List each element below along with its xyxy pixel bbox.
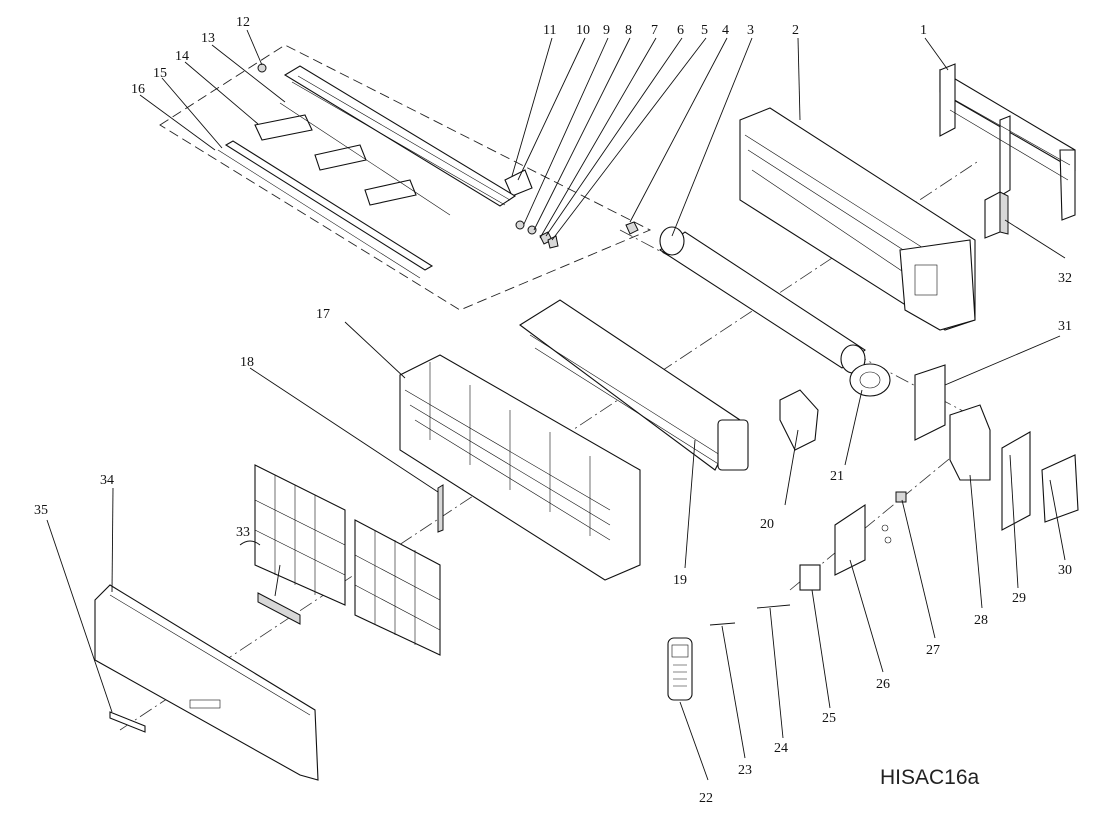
callout-27: 27 <box>926 643 940 658</box>
callout-29: 29 <box>1012 591 1026 606</box>
logo-badge <box>109 711 146 733</box>
callout-25: 25 <box>822 711 836 726</box>
motor-clamp <box>779 389 819 451</box>
callout-34: 34 <box>100 473 114 488</box>
model-code-label: HISAC16a <box>880 766 980 789</box>
callout-10: 10 <box>576 23 590 38</box>
remote-control <box>667 637 693 701</box>
callout-22: 22 <box>699 791 713 806</box>
electric-box-cover <box>914 364 946 441</box>
callout-9: 9 <box>603 23 610 38</box>
callout-4: 4 <box>722 23 729 38</box>
temperature-sensors <box>709 604 791 626</box>
callout-35: 35 <box>34 503 48 518</box>
terminal-cover <box>1041 454 1079 523</box>
wall-mounting-plate <box>939 63 1076 221</box>
callout-6: 6 <box>677 23 684 38</box>
callout-5: 5 <box>701 23 708 38</box>
front-panel <box>94 584 319 781</box>
callout-31: 31 <box>1058 319 1072 334</box>
callout-33: 33 <box>236 525 250 540</box>
cross-flow-fan <box>659 226 866 374</box>
callout-23: 23 <box>738 763 752 778</box>
louver-link-rods <box>217 140 434 279</box>
callout-7: 7 <box>651 23 658 38</box>
louver-group-outline <box>159 44 652 311</box>
callout-labels: 1 2 3 4 5 6 7 8 9 10 11 12 13 14 15 16 1… <box>34 15 1072 806</box>
callout-30: 30 <box>1058 563 1072 578</box>
fan-bearing <box>625 221 639 235</box>
connector-block <box>881 491 907 544</box>
front-frame <box>399 354 641 581</box>
callout-13: 13 <box>201 31 215 46</box>
callout-32: 32 <box>1058 271 1072 286</box>
callout-28: 28 <box>974 613 988 628</box>
control-board <box>799 564 821 591</box>
evaporator <box>519 299 749 471</box>
callout-3: 3 <box>747 23 754 38</box>
air-filters <box>254 464 441 656</box>
sensor-strip <box>437 484 444 533</box>
callout-24: 24 <box>774 741 788 756</box>
callout-8: 8 <box>625 23 632 38</box>
louver-small-parts <box>504 169 559 249</box>
callout-20: 20 <box>760 517 774 532</box>
fan-motor <box>849 363 891 397</box>
callout-12: 12 <box>236 15 250 30</box>
callout-2: 2 <box>792 23 799 38</box>
callout-16: 16 <box>131 82 145 97</box>
control-board-bracket <box>834 503 866 576</box>
electric-box <box>949 404 991 481</box>
small-bracket <box>984 191 1009 239</box>
callout-19: 19 <box>673 573 687 588</box>
callout-11: 11 <box>543 23 556 38</box>
callout-17: 17 <box>316 307 330 322</box>
callout-21: 21 <box>830 469 844 484</box>
rear-chassis <box>739 107 976 331</box>
terminal-plate <box>1001 431 1031 531</box>
callout-1: 1 <box>920 23 927 38</box>
callout-33-brace <box>239 540 261 546</box>
callout-26: 26 <box>876 677 890 692</box>
callout-14: 14 <box>175 49 189 64</box>
callout-18: 18 <box>240 355 254 370</box>
leader-lines <box>46 29 1066 781</box>
display-board <box>257 592 301 625</box>
callout-15: 15 <box>153 66 167 81</box>
louver-blades <box>254 102 451 216</box>
